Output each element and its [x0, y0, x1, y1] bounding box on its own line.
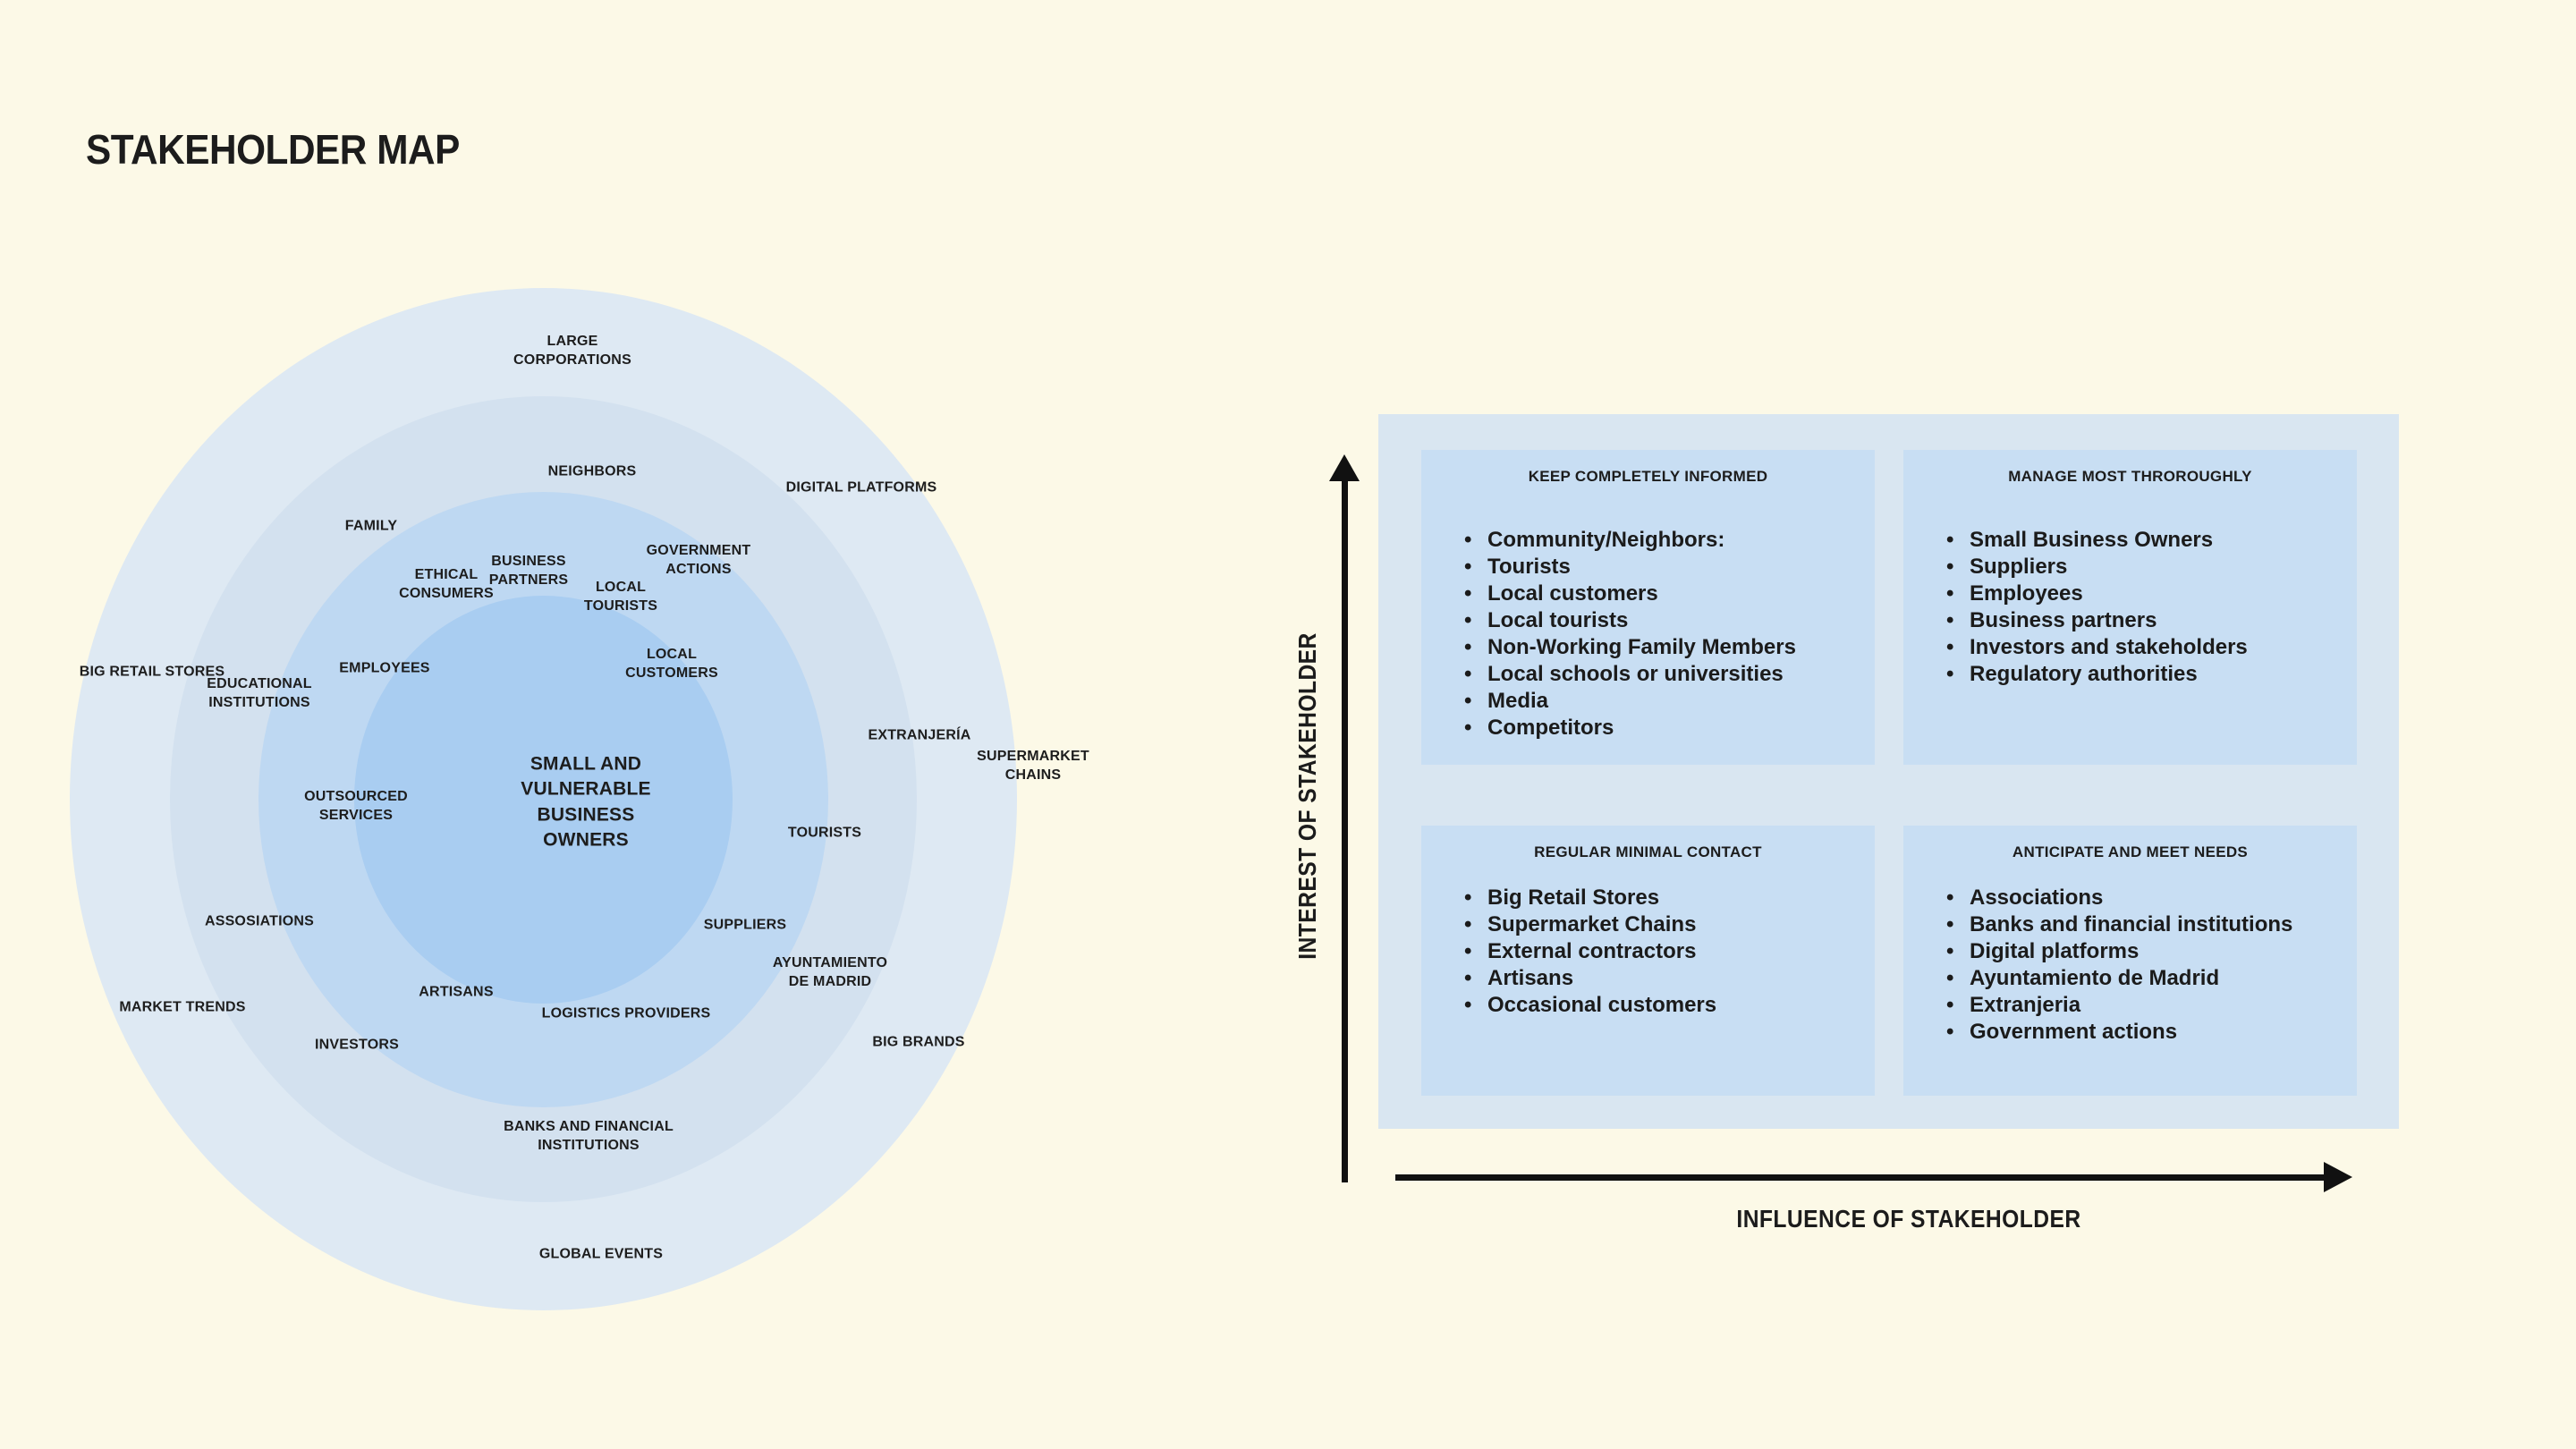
- quadrant-item: Competitors: [1421, 715, 1875, 741]
- quadrant-item: Ayuntamiento de Madrid: [1903, 965, 2357, 992]
- quadrant-item: External contractors: [1421, 938, 1875, 965]
- quadrant-item: Government actions: [1903, 1019, 2357, 1046]
- map-label-assosiations: ASSOSIATIONS: [204, 913, 315, 929]
- quadrant-item: Supermarket Chains: [1421, 911, 1875, 938]
- map-label-employees: EMPLOYEES: [339, 660, 430, 676]
- map-label-artisans: ARTISANS: [419, 984, 494, 1000]
- map-label-logistics-providers: LOGISTICS PROVIDERS: [541, 1005, 711, 1021]
- y-axis-arrowhead-icon: [1329, 454, 1360, 481]
- quadrant-item: Suppliers: [1903, 554, 2357, 580]
- quadrant-regular-minimal-contact: REGULAR MINIMAL CONTACT Big Retail Store…: [1421, 826, 1875, 1096]
- quadrant-item: Tourists: [1421, 554, 1875, 580]
- map-label-digital-platforms: DIGITAL PLATFORMS: [785, 479, 937, 496]
- map-label-extranjeria: EXTRANJERÍA: [868, 727, 971, 743]
- quadrant-item: Associations: [1903, 885, 2357, 911]
- quadrant-item: Investors and stakeholders: [1903, 634, 2357, 661]
- quadrant-item: Employees: [1903, 580, 2357, 607]
- y-axis-label: INTEREST OF STAKEHOLDER: [1293, 632, 1321, 960]
- quadrant-item: Banks and financial institutions: [1903, 911, 2357, 938]
- map-label-large-corporations: LARGE CORPORATIONS: [513, 334, 631, 368]
- quadrant-title: ANTICIPATE AND MEET NEEDS: [2012, 843, 2249, 860]
- map-label-suppliers: SUPPLIERS: [703, 917, 787, 933]
- quadrant-title: MANAGE MOST THROROUGHLY: [2008, 468, 2252, 485]
- ring-center-circle: [354, 596, 733, 1004]
- map-center-label: SMALL AND VULNERABLE BUSINESS OWNERS: [521, 753, 651, 851]
- map-label-business-partners: BUSINESS PARTNERS: [488, 554, 569, 588]
- quadrant-manage-most-thoroughly: MANAGE MOST THROROUGHLY Small Business O…: [1903, 450, 2357, 765]
- quadrant-keep-completely-informed: KEEP COMPLETELY INFORMED Community/Neigh…: [1421, 450, 1875, 765]
- quadrant-anticipate-and-meet-needs: ANTICIPATE AND MEET NEEDS Associations B…: [1903, 826, 2357, 1096]
- map-label-supermarket-chains: SUPERMARKET CHAINS: [977, 749, 1089, 783]
- quadrant-title: REGULAR MINIMAL CONTACT: [1534, 843, 1762, 860]
- map-label-educational-institutions: EDUCATIONAL INSTITUTIONS: [207, 676, 312, 710]
- map-label-local-customers: LOCAL CUSTOMERS: [625, 647, 718, 681]
- map-label-family: FAMILY: [344, 518, 398, 534]
- quadrant-item: Local schools or universities: [1421, 661, 1875, 688]
- quadrant-item: Small Business Owners: [1903, 527, 2357, 554]
- quadrant-item: Local tourists: [1421, 607, 1875, 634]
- map-label-global-events: GLOBAL EVENTS: [538, 1246, 664, 1262]
- map-label-local-tourists: LOCAL TOURISTS: [583, 580, 658, 614]
- map-label-tourists: TOURISTS: [787, 825, 862, 841]
- quadrant-item: Media: [1421, 688, 1875, 715]
- map-label-ethical-consumers: ETHICAL CONSUMERS: [399, 567, 494, 601]
- quadrant-item: Non-Working Family Members: [1421, 634, 1875, 661]
- map-label-market-trends: MARKET TRENDS: [119, 999, 246, 1015]
- map-label-government-actions: GOVERNMENT ACTIONS: [646, 543, 751, 577]
- map-label-ayuntamiento-de-madrid: AYUNTAMIENTO DE MADRID: [772, 955, 888, 989]
- matrix-panel: KEEP COMPLETELY INFORMED Community/Neigh…: [1378, 414, 2399, 1129]
- x-axis-arrowhead-icon: [2324, 1162, 2352, 1192]
- quadrant-item: Local customers: [1421, 580, 1875, 607]
- quadrant-list: Associations Banks and financial institu…: [1903, 885, 2357, 1046]
- quadrant-item: Community/Neighbors:: [1421, 527, 1875, 554]
- map-label-big-retail-stores: BIG RETAIL STORES: [79, 664, 225, 680]
- quadrant-item: Digital platforms: [1903, 938, 2357, 965]
- quadrant-item: Occasional customers: [1421, 992, 1875, 1019]
- map-label-banks-financial: BANKS AND FINANCIAL INSTITUTIONS: [504, 1119, 674, 1153]
- map-label-big-brands: BIG BRANDS: [872, 1034, 965, 1050]
- page-title: STAKEHOLDER MAP: [86, 126, 460, 173]
- quadrant-item: Artisans: [1421, 965, 1875, 992]
- y-axis-arrow-line: [1342, 474, 1348, 1182]
- quadrant-list: Big Retail Stores Supermarket Chains Ext…: [1421, 885, 1875, 1019]
- quadrant-item: Big Retail Stores: [1421, 885, 1875, 911]
- map-label-investors: INVESTORS: [315, 1037, 399, 1053]
- quadrant-list: Community/Neighbors: Tourists Local cust…: [1421, 527, 1875, 741]
- map-label-outsourced-services: OUTSOURCED SERVICES: [304, 789, 408, 823]
- x-axis-arrow-line: [1395, 1174, 2324, 1181]
- map-label-neighbors: NEIGHBORS: [547, 463, 637, 479]
- quadrant-list: Small Business Owners Suppliers Employee…: [1903, 527, 2357, 688]
- quadrant-item: Regulatory authorities: [1903, 661, 2357, 688]
- quadrant-title: KEEP COMPLETELY INFORMED: [1528, 468, 1768, 485]
- x-axis-label: INFLUENCE OF STAKEHOLDER: [1736, 1205, 2081, 1233]
- quadrant-item: Extranjeria: [1903, 992, 2357, 1019]
- quadrant-item: Business partners: [1903, 607, 2357, 634]
